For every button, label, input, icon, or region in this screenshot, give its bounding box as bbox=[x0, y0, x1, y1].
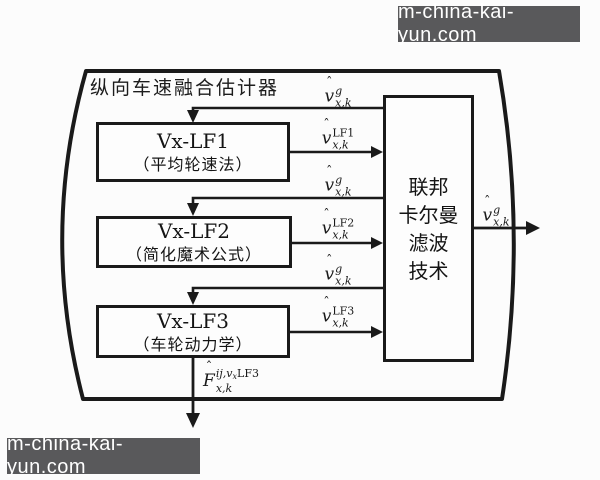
block-vx-lf1: Vx-LF1 （平均轮速法） bbox=[96, 122, 290, 182]
block-vx-lf3-method: （车轮动力学） bbox=[133, 334, 253, 354]
kalman-line-1: 联邦 bbox=[408, 174, 449, 199]
block-vx-lf3-name: Vx-LF3 bbox=[156, 308, 229, 333]
watermark-bottom-left: m-china-kai-yun.com bbox=[7, 433, 200, 478]
estimator-boundary bbox=[60, 69, 516, 401]
block-vx-lf3: Vx-LF3 （车轮动力学） bbox=[96, 305, 290, 358]
kalman-line-2: 卡尔曼 bbox=[398, 202, 459, 227]
kalman-line-3: 滤波 bbox=[408, 230, 449, 255]
kalman-line-4: 技术 bbox=[408, 258, 449, 283]
watermark-top-right: m-china-kai-yun.com bbox=[398, 1, 580, 46]
block-vx-lf2: Vx-LF2 （简化魔术公式） bbox=[96, 216, 292, 268]
arrowhead-down-out bbox=[186, 413, 200, 428]
block-vx-lf1-method: （平均轮速法） bbox=[133, 155, 253, 174]
arrowhead-down-1 bbox=[187, 110, 199, 123]
diagram-title: 纵向车速融合估计器 bbox=[90, 77, 280, 99]
feedback-line-2 bbox=[191, 196, 383, 213]
block-vx-lf2-name: Vx-LF2 bbox=[157, 219, 230, 243]
block-vx-lf2-method: （简化魔术公式） bbox=[125, 245, 262, 264]
arrowhead-right-1 bbox=[371, 146, 383, 158]
arrowhead-down-3 bbox=[187, 292, 199, 305]
arrowhead-right-out bbox=[526, 221, 540, 235]
arrowhead-right-3 bbox=[371, 326, 383, 338]
arrowhead-down-2 bbox=[187, 203, 199, 216]
arrowhead-right-2 bbox=[371, 237, 383, 249]
block-vx-lf1-name: Vx-LF1 bbox=[156, 129, 229, 153]
feedback-line-3 bbox=[191, 286, 383, 302]
feedback-line-1 bbox=[191, 106, 383, 120]
block-federated-kalman: 联邦 卡尔曼 滤波 技术 bbox=[383, 95, 474, 362]
